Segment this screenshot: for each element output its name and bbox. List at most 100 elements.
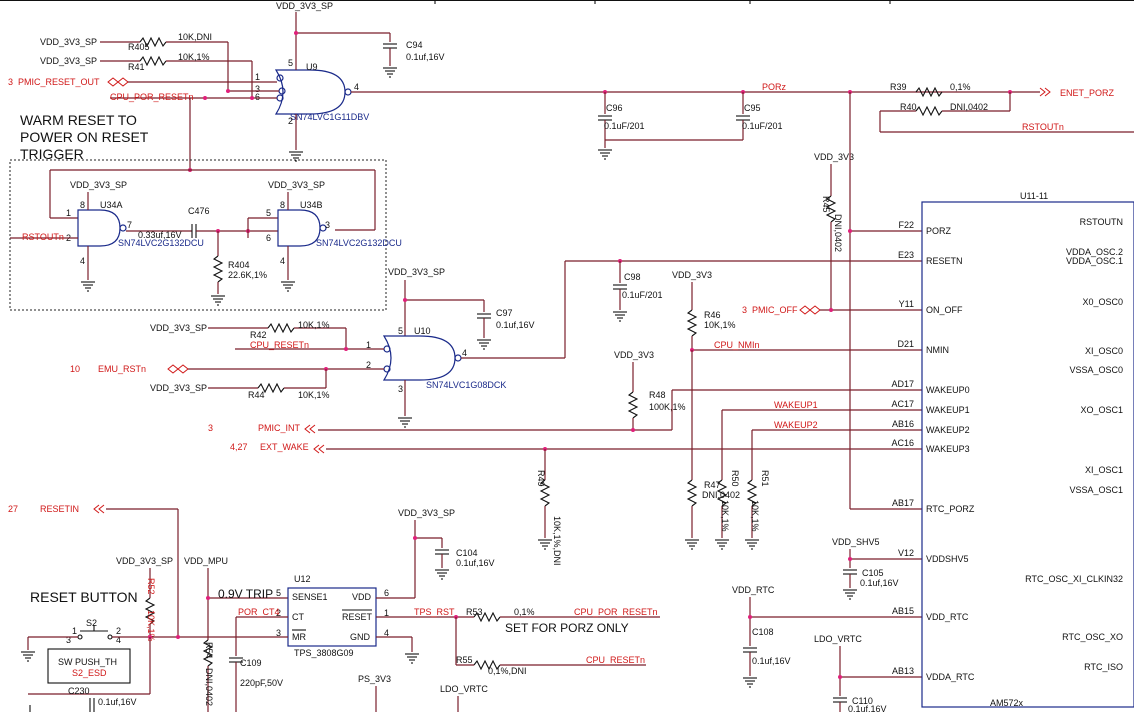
- r41-ref: R41: [128, 62, 145, 72]
- cpu-resetn-out-label: CPU_RESETn: [586, 655, 645, 665]
- r53-value: 0,1%: [514, 607, 535, 617]
- r45-vdd: VDD_3V3: [814, 152, 854, 162]
- warm-reset-note-2: POWER ON RESET: [20, 129, 149, 145]
- soc-pin-rtc_osc_xo: RTC_OSC_XO: [1062, 632, 1123, 642]
- c95-ref: C95: [744, 103, 761, 113]
- u9-pin1: 1: [255, 72, 260, 82]
- vdd-rtc-label: VDD_RTC: [732, 585, 775, 595]
- u12-pin-reset: RESET: [342, 612, 373, 622]
- r405-vdd: VDD_3V3_SP: [40, 37, 97, 47]
- soc-left-pins: F22PORZE23RESETNY11ON_OFFD21NMINAD17WAKE…: [891, 220, 974, 682]
- u9-pin2: 2: [288, 116, 293, 126]
- soc-pin-wakeup3: WAKEUP3: [926, 444, 970, 454]
- u34a-part: SN74LVC2G132DCU: [118, 238, 204, 248]
- r47-value: DNI,0402: [702, 490, 740, 500]
- u34a-vdd: VDD_3V3_SP: [70, 180, 127, 190]
- emu-rstn-label: EMU_RSTn: [98, 364, 146, 374]
- c104-value: 0.1uf,16V: [456, 558, 495, 568]
- u10-vdd: VDD_3V3_SP: [388, 267, 445, 277]
- r51-ref: R51: [760, 470, 770, 487]
- soc-pin-x0_osc0: X0_OSC0: [1082, 297, 1123, 307]
- ps-3v3-label: PS_3V3: [358, 674, 391, 684]
- u9-gate: [274, 69, 352, 115]
- warm-reset-note-1: WARM RESET TO: [20, 112, 137, 128]
- u12-pin3: 3: [276, 628, 281, 638]
- u12-pin1: 1: [384, 608, 389, 618]
- c94-value: 0.1uf,16V: [406, 52, 445, 62]
- warm-reset-block: [9, 159, 387, 311]
- vdd-shv5-label: VDD_SHV5: [832, 537, 880, 547]
- u10-pin1: 1: [366, 340, 371, 350]
- u10-ref: U10: [414, 326, 431, 336]
- u9-pin4: 4: [354, 82, 359, 92]
- soc-pin-rtc_porz: RTC_PORZ: [926, 504, 975, 514]
- r44-ref: R44: [248, 390, 265, 400]
- u12-part: TPS_3808G09: [294, 648, 354, 658]
- r404-value: 22.6K,1%: [228, 270, 267, 280]
- c110-ref: C110: [852, 696, 873, 706]
- resetin-sheet: 27: [8, 504, 18, 514]
- r45-value: DNI,0402: [833, 214, 843, 252]
- r52-ref: R52: [146, 578, 156, 595]
- soc-ball-e23: E23: [898, 250, 914, 260]
- c98-value: 0.1uF/201: [622, 290, 663, 300]
- r44-vdd: VDD_3V3_SP: [150, 383, 207, 393]
- soc-pin-vdd_rtc: VDD_RTC: [926, 612, 969, 622]
- pmic-off-sheet: 3: [742, 305, 747, 315]
- r49-value: 10K,1%,DNI: [552, 516, 562, 566]
- soc-ball-v12: V12: [898, 548, 914, 558]
- u9-part: SN74LVC1G11DBV: [290, 112, 369, 122]
- soc-pin-vdda_osc-2: VDDA_OSC.2: [1066, 247, 1123, 257]
- pmic-int-sheet: 3: [208, 423, 213, 433]
- vdd-mpu-label: VDD_MPU: [184, 556, 228, 566]
- r39-value: 0,1%: [950, 82, 971, 92]
- soc-pin-wakeup2: WAKEUP2: [926, 425, 970, 435]
- wakeup1-label: WAKEUP1: [774, 400, 818, 410]
- reset-button-switch[interactable]: [77, 625, 113, 640]
- s2-esd-label: S2_ESD: [72, 668, 107, 678]
- u12-pin-vdd: VDD: [352, 592, 372, 602]
- soc-pin-vssa_osc0: VSSA_OSC0: [1069, 365, 1123, 375]
- u9-pin5: 5: [288, 58, 293, 68]
- u12-pin2: 2: [276, 608, 281, 618]
- u9-pin6: 6: [255, 92, 260, 102]
- soc-pin-vdda_osc-1: VDDA_OSC.1: [1066, 256, 1123, 266]
- r404-ref: R404: [228, 260, 250, 270]
- u34b-pin8: 8: [280, 200, 285, 210]
- cpu-por-resetn-out-label: CPU_POR_RESETn: [574, 607, 658, 617]
- u34b-ref: U34B: [300, 200, 323, 210]
- u12-vdd-label: VDD_3V3_SP: [398, 508, 455, 518]
- c110-value: 0.1uf,16V: [848, 704, 887, 712]
- r41-vdd: VDD_3V3_SP: [40, 56, 97, 66]
- emu-rstn-sheet: 10: [70, 364, 80, 374]
- u12-pin5: 5: [276, 588, 281, 598]
- u34a-pin8: 8: [80, 200, 85, 210]
- ext-wake-label: EXT_WAKE: [260, 442, 309, 452]
- r54-value: DNI,0402: [204, 668, 214, 706]
- c105-value: 0.1uf,16V: [860, 578, 899, 588]
- c105-ref: C105: [862, 568, 884, 578]
- u9-ref: U9: [306, 62, 318, 72]
- u34b-part: SN74LVC2G132DCU: [316, 238, 402, 248]
- u34b-pin6: 6: [266, 233, 271, 243]
- u12-pin-mr: MR: [292, 632, 306, 642]
- u12-pin-ct: CT: [292, 612, 304, 622]
- porz-only-note: SET FOR PORZ ONLY: [505, 621, 629, 635]
- s2-ref: S2: [86, 618, 97, 628]
- cpu-por-resetn-label: CPU_POR_RESETn: [110, 92, 194, 102]
- soc-pin-rtc_iso: RTC_ISO: [1084, 662, 1123, 672]
- u34a-pin4: 4: [80, 256, 85, 266]
- soc-pin-resetn: RESETN: [926, 256, 963, 266]
- u12-pin6: 6: [384, 588, 389, 598]
- s2-pin1: 1: [72, 626, 77, 636]
- u12-pin4: 4: [384, 628, 389, 638]
- wakeup2-label: WAKEUP2: [774, 420, 818, 430]
- r47-ref: R47: [704, 480, 721, 490]
- r48-vdd: VDD_3V3: [614, 350, 654, 360]
- c97-value: 0.1uf,16V: [496, 320, 535, 330]
- u10-pin4: 4: [462, 348, 467, 358]
- r51-value: 10K,1%: [750, 500, 760, 532]
- soc-pin-xo_osc1: XO_OSC1: [1080, 405, 1123, 415]
- r48-ref: R48: [649, 390, 666, 400]
